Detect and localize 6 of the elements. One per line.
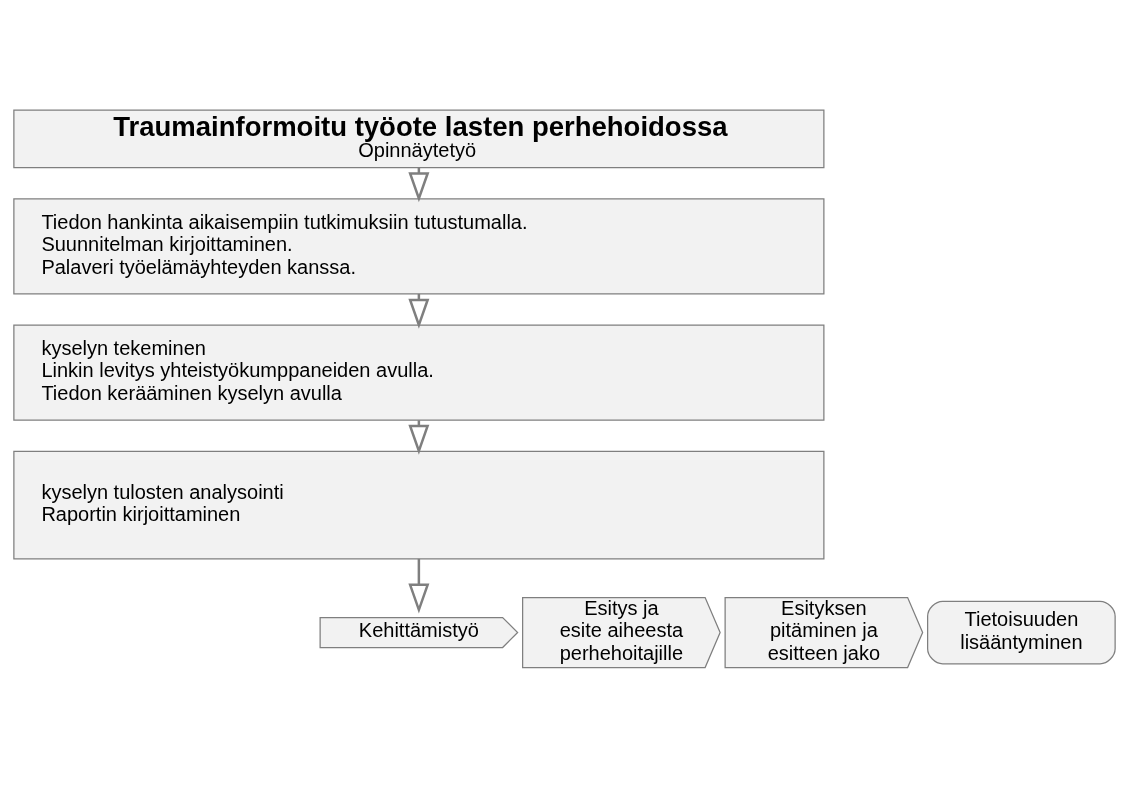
node-box: Traumainformoitu työote lasten perhehoidossa Opinnäytetyö bbox=[13, 109, 825, 169]
node-box: kyselyn tekeminen Linkin levitys yhteistyökumppaneiden avulla. Tiedon kerääminen kyselyn avulla bbox=[13, 324, 825, 421]
node-box: kyselyn tulosten analysointi Raportin kirjoittaminen bbox=[13, 450, 825, 560]
node-box: Tietoisuuden lisääntyminen bbox=[927, 600, 1116, 665]
arrow bbox=[408, 558, 430, 614]
node-box: Tiedon hankinta aikaisempiin tutkimuksiin tutustumalla. Suunnitelman kirjoittaminen. Palaveri työelämäyhteyden kanssa. bbox=[13, 198, 825, 295]
